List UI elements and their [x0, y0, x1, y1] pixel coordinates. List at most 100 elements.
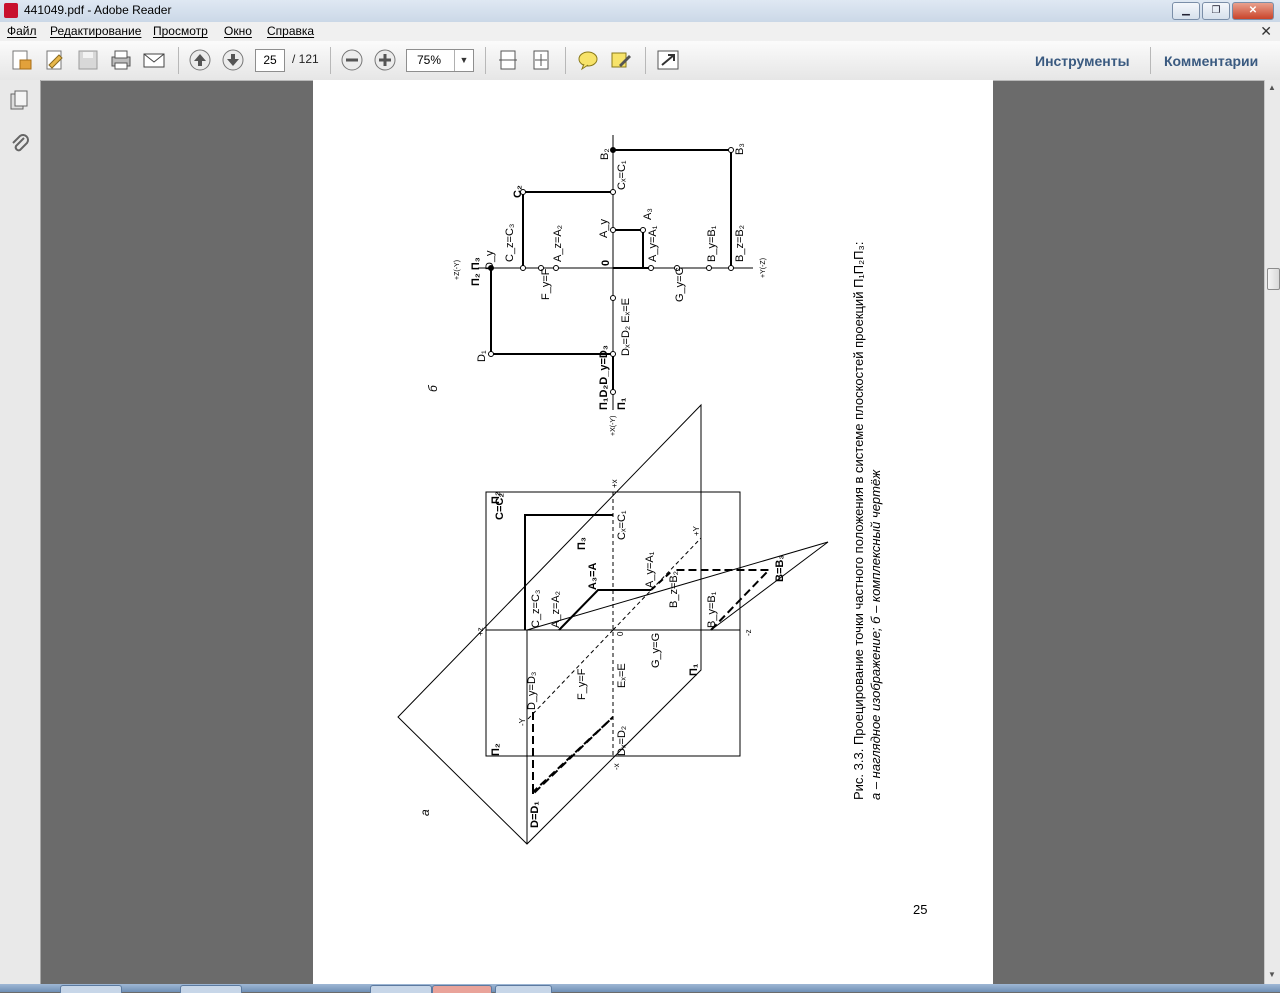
restore-button[interactable]: ❐ [1202, 2, 1230, 20]
taskbar-item[interactable] [370, 985, 432, 993]
scroll-down-icon[interactable]: ▼ [1268, 970, 1276, 979]
diagram-a [397, 403, 829, 845]
label-cx-c1-a: Cₓ=C₁ [616, 510, 628, 540]
label-gy-g: G_y=G [674, 267, 686, 302]
taskbar-item[interactable] [180, 985, 242, 993]
label-az-a2: A_z=A₂ [552, 225, 564, 262]
label-p2p3: П₂ П₃ [470, 257, 482, 286]
label-a3: A₃ [642, 208, 654, 220]
label-b-b3-a: B=B₃ [774, 555, 786, 582]
attachments-icon[interactable] [8, 132, 32, 156]
figure-caption-line1: Рис. 3.3. Проецирование точки частного п… [851, 242, 866, 800]
label-p2-left: П₂ [490, 743, 502, 756]
label-p1-a: П₁ [688, 663, 700, 676]
vertical-scrollbar[interactable]: ▲ ▼ [1264, 80, 1280, 984]
close-document-icon[interactable]: ✕ [1260, 23, 1272, 39]
label-cz-c3-a: C_z=C₃ [530, 590, 542, 628]
print-icon[interactable] [109, 49, 133, 71]
label-b2: B₂ [599, 148, 611, 160]
window-title: 441049.pdf - Adobe Reader [24, 3, 172, 17]
minimize-button[interactable]: ▁ [1172, 2, 1200, 20]
label-plus-x-minus-y: +X(-Y) [610, 416, 617, 436]
zoom-value: 75% [417, 53, 442, 67]
chevron-down-icon[interactable]: ▼ [454, 50, 473, 71]
zoom-select[interactable]: 75% ▼ [406, 49, 474, 72]
label-minus-z: -z [744, 629, 753, 636]
label-az-a2-a: A_z=A₂ [550, 591, 562, 628]
label-cx-c1: Cₓ=C₁ [616, 160, 628, 190]
tools-link[interactable]: Инструменты [1035, 53, 1130, 69]
menu-window[interactable]: Окно [224, 24, 252, 38]
label-p2-top: П₂ [490, 491, 502, 504]
fit-page-icon[interactable] [529, 49, 553, 71]
label-minus-y: -Y [518, 717, 527, 726]
pdf-page: Рис. 3.3. Проецирование точки частного п… [313, 80, 993, 984]
label-y-z: +Y(-Z) [760, 258, 767, 278]
full-screen-icon[interactable] [656, 49, 680, 71]
label-bz-b2: B_z=B₂ [734, 225, 746, 262]
save-icon[interactable] [76, 49, 100, 71]
adobe-reader-icon [4, 3, 18, 18]
label-dx-d2-a: Dₓ=D₂ [616, 726, 628, 756]
scroll-up-icon[interactable]: ▲ [1268, 83, 1276, 92]
taskbar-item[interactable] [495, 985, 552, 993]
navigation-panel [0, 80, 41, 984]
label-dy: D_y [484, 250, 496, 270]
label-dy-d3-a: D_y=D₃ [526, 672, 538, 710]
label-cz-c3: C_z=C₃ [504, 224, 516, 262]
label-minus-x: -x [612, 763, 621, 770]
menu-help[interactable]: Справка [267, 24, 315, 38]
edit-pdf-icon[interactable] [43, 49, 67, 71]
fit-width-icon[interactable] [496, 49, 520, 71]
comment-icon[interactable] [576, 49, 600, 71]
diagram-figure: Рис. 3.3. Проецирование точки частного п… [397, 135, 883, 845]
label-dx-d2-ex-e: Dₓ=D₂ Eₓ=E [620, 298, 632, 356]
label-p3: П₃ [576, 537, 588, 550]
label-b: б [426, 384, 440, 392]
label-by-b1-a: B_y=B₁ [706, 591, 718, 628]
label-fy-f: F_y=F [540, 268, 552, 300]
label-c2: C₂ [512, 185, 524, 198]
menu-edit[interactable]: Редактирование [50, 24, 142, 38]
close-button[interactable]: ✕ [1232, 2, 1274, 20]
scroll-thumb[interactable] [1267, 268, 1280, 290]
label-ay: A_y [598, 219, 610, 238]
label-p1d2dy-d3: П₁D₂D_y=D₃ [598, 345, 610, 410]
create-pdf-icon[interactable] [9, 49, 33, 71]
page-number-label: 25 [913, 902, 928, 917]
label-bz-b2-a: B_z=B₂ [668, 571, 680, 608]
next-page-icon[interactable] [221, 49, 245, 71]
label-gy-g-a: G_y=G [650, 633, 662, 668]
page-number-input[interactable]: 25 [255, 49, 285, 72]
label-plus-z: +z [476, 627, 485, 636]
label-ex-e-a: Eₓ=E [616, 663, 628, 688]
previous-page-icon[interactable] [188, 49, 212, 71]
email-icon[interactable] [142, 49, 166, 71]
label-fy-f-a: F_y=F [576, 668, 588, 700]
diagram-b [478, 135, 753, 410]
menu-bar: Файл Редактирование Просмотр Окно Справк… [0, 22, 1280, 42]
comments-link[interactable]: Комментарии [1164, 53, 1259, 69]
highlight-icon[interactable] [609, 49, 633, 71]
page-total: / 121 [292, 52, 319, 66]
label-c-c2: C=C₂ [494, 493, 506, 520]
label-d1: D₁ [476, 350, 488, 362]
menu-view[interactable]: Просмотр [153, 24, 208, 38]
label-plus-x: +x [610, 479, 619, 488]
title-bar: 441049.pdf - Adobe Reader ▁ ❐ ✕ [0, 0, 1280, 23]
label-p1-b: П₁ [616, 397, 628, 410]
zoom-out-icon[interactable] [340, 49, 364, 71]
label-a: а [418, 809, 432, 816]
label-zero-a: 0 [616, 631, 625, 636]
zoom-in-icon[interactable] [373, 49, 397, 71]
taskbar-item[interactable] [60, 985, 122, 993]
label-by-b1: B_y=B₁ [706, 225, 718, 262]
taskbar-item-active[interactable] [432, 985, 492, 993]
label-plus-z-minus-y: +Z(-Y) [454, 260, 461, 280]
label-ay-a1-a: A_y=A₁ [644, 551, 656, 588]
label-b3: B₃ [734, 143, 746, 155]
menu-file[interactable]: Файл [7, 24, 37, 38]
toolbar: 25 / 121 75% ▼ [0, 41, 1280, 81]
page-thumbnails-icon[interactable] [8, 89, 32, 113]
label-d-d1-a: D=D₁ [529, 801, 541, 828]
